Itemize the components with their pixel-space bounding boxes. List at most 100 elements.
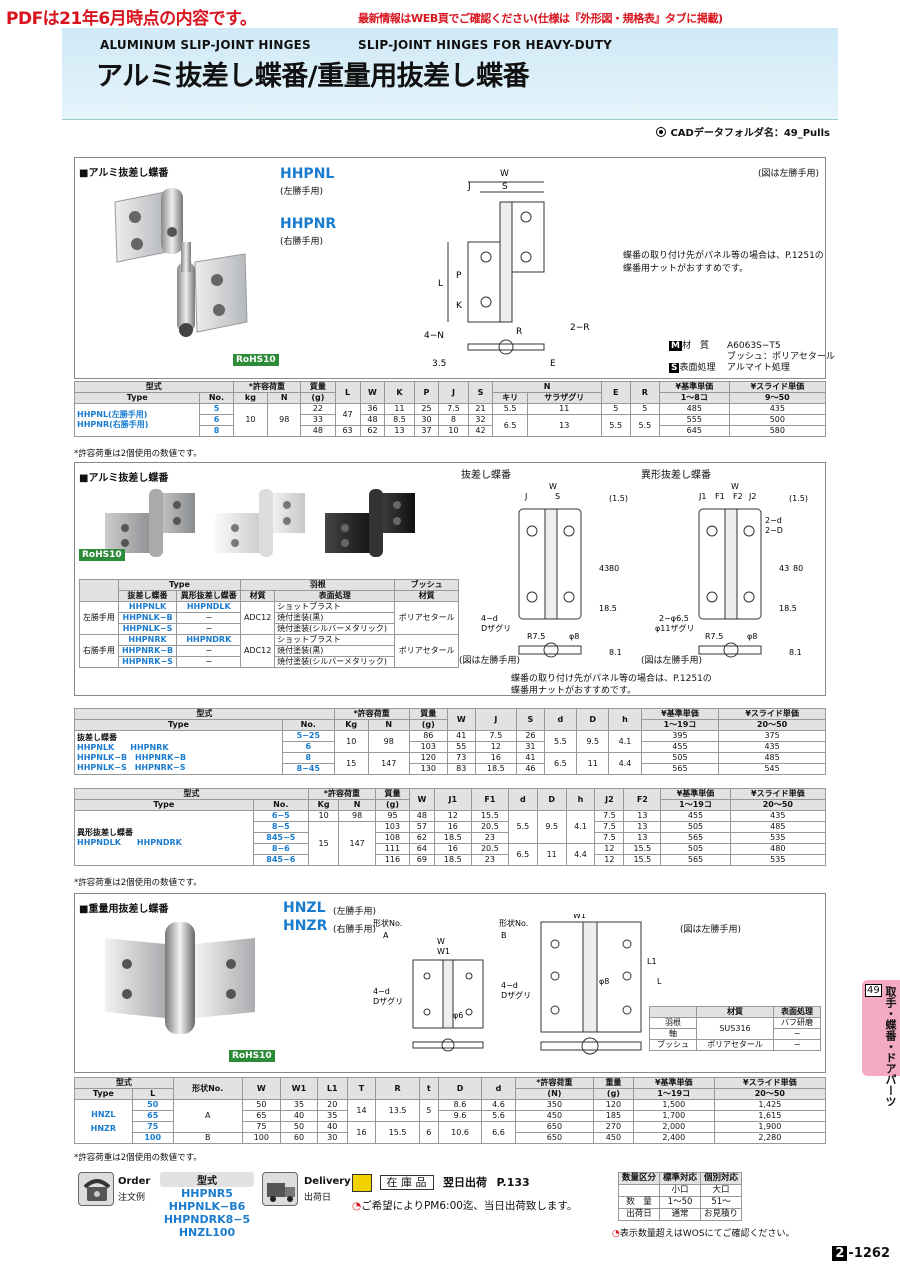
- svg-text:W: W: [437, 937, 445, 946]
- svg-text:4−N: 4−N: [424, 331, 444, 341]
- table-row: HHPNLK−S−焼付塗装(シルバーメタリック): [80, 623, 459, 635]
- svg-text:2−d: 2−d: [765, 516, 782, 525]
- same-day-note: ◔ご希望によりPM6:00迄、当日出荷致します。: [352, 1200, 578, 1212]
- svg-text:E: E: [550, 359, 556, 369]
- svg-text:2−φ6.5: 2−φ6.5: [659, 614, 689, 623]
- svg-text:80: 80: [609, 564, 619, 573]
- title-band: ALUMINUM SLIP-JOINT HINGES SLIP-JOINT HI…: [62, 28, 838, 120]
- svg-text:L: L: [657, 977, 662, 986]
- order-example: 型式 HHPNR5 HHPNLK−B6 HHPNDRK8−5 HNZL100: [160, 1172, 254, 1239]
- title-en-right: SLIP-JOINT HINGES FOR HEAVY-DUTY: [358, 38, 612, 52]
- box-icon: [352, 1174, 372, 1192]
- model-hhpnr: HHPNR: [280, 216, 337, 232]
- hinge-photo: [114, 188, 248, 337]
- table-row: 出荷日通常お見積り: [617, 1208, 743, 1221]
- cad-folder: CADデータフォルダ名：49_Pulls: [656, 124, 830, 139]
- svg-text:W: W: [549, 482, 557, 491]
- svg-text:形状No.: 形状No.: [373, 918, 402, 928]
- section-aluminum-hinge-2: アルミ抜差し蝶番 RoHS10 抜差し蝶番 異形抜差し蝶番 WSJ (1.5) …: [74, 462, 826, 696]
- svg-text:4−d: 4−d: [501, 981, 518, 990]
- svg-text:F1: F1: [715, 492, 725, 501]
- svg-text:R7.5: R7.5: [527, 632, 545, 641]
- cad-radio-icon: [656, 127, 667, 137]
- svg-text:P: P: [456, 271, 462, 281]
- svg-text:8.1: 8.1: [789, 648, 802, 657]
- svg-text:43: 43: [599, 564, 609, 573]
- svg-text:形状No.: 形状No.: [499, 918, 528, 928]
- svg-text:80: 80: [793, 564, 803, 573]
- phone-order-icon: [78, 1172, 114, 1206]
- svg-text:Dザグリ: Dザグリ: [481, 623, 511, 633]
- svg-text:R: R: [516, 327, 522, 337]
- page-title: アルミ抜差し蝶番/重量用抜差し蝶番: [96, 61, 530, 92]
- svg-text:J: J: [524, 492, 527, 501]
- svg-text:J: J: [467, 182, 471, 192]
- svg-text:S: S: [555, 492, 560, 501]
- section-aluminum-hinge-1: アルミ抜差し蝶番 RoHS10 HHPNL (左勝手用) HHPNR (右勝手用…: [74, 157, 835, 379]
- svg-text:B: B: [501, 931, 507, 940]
- svg-text:W: W: [500, 169, 509, 179]
- svg-text:W: W: [731, 482, 739, 491]
- stock-row: 在 庫 品 翌日出荷 P.133: [352, 1174, 530, 1192]
- hinge-photo-variants: [105, 489, 415, 557]
- section-title: アルミ抜差し蝶番: [79, 164, 168, 179]
- hinge-drawing-hhpn: W S J L P K 4−N R 2−R 3.5 E: [424, 169, 590, 369]
- svg-text:K: K: [456, 301, 463, 311]
- truck-icon: [262, 1172, 298, 1206]
- svg-text:(1.5): (1.5): [789, 494, 808, 503]
- section-heavy-duty-hinge: 重量用抜差し蝶番 RoHS10 HNZL (左勝手用) HNZR (右勝手用) …: [74, 893, 826, 1073]
- hinge-photo-hnz: [105, 922, 255, 1034]
- svg-text:W1: W1: [437, 947, 450, 956]
- table-row: HHPNRK−S−焼付塗装(シルバーメタリック): [80, 656, 459, 668]
- svg-text:F2: F2: [733, 492, 743, 501]
- rohs-badge: RoHS10: [233, 354, 279, 366]
- svg-text:4−d: 4−d: [481, 614, 498, 623]
- svg-text:φ6: φ6: [453, 1011, 463, 1020]
- svg-text:φ11ザグリ: φ11ザグリ: [655, 623, 694, 633]
- svg-text:Dザグリ: Dザグリ: [501, 990, 531, 1000]
- clock-icon: ◔: [612, 1229, 620, 1239]
- svg-text:3.5: 3.5: [432, 359, 446, 369]
- clock-icon: ◔: [352, 1200, 362, 1212]
- svg-text:2−R: 2−R: [570, 323, 590, 333]
- table-row: HHPNRK−B−焼付塗装(黒): [80, 645, 459, 657]
- category-side-tab[interactable]: 49 取手・蝶番・ドアパーツ: [862, 980, 900, 1107]
- svg-text:L1: L1: [647, 957, 657, 966]
- svg-text:Dザグリ: Dザグリ: [373, 996, 403, 1006]
- notice-sub: 最新情報はWEB頁でご確認ください(仕様は『外形図・規格表』タブに掲載): [358, 12, 723, 25]
- svg-text:φ8: φ8: [569, 632, 579, 641]
- svg-text:J2: J2: [748, 492, 756, 501]
- svg-text:43: 43: [779, 564, 789, 573]
- page-number: 2-1262: [832, 1246, 890, 1261]
- svg-text:R7.5: R7.5: [705, 632, 723, 641]
- title-en-left: ALUMINUM SLIP-JOINT HINGES: [100, 38, 311, 52]
- table-row: ブッシュポリアセタール−: [649, 1039, 821, 1051]
- svg-text:2−D: 2−D: [765, 526, 783, 535]
- wos-note: ◔表示数量超えはWOSにてご確認ください。: [612, 1229, 795, 1239]
- svg-text:(1.5): (1.5): [609, 494, 628, 503]
